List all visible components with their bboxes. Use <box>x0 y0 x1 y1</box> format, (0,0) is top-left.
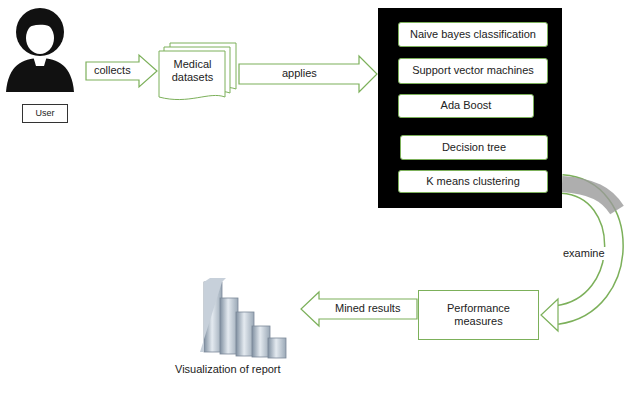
block-arrow <box>239 56 377 92</box>
process-box: Ada Boost <box>398 94 534 118</box>
process-box: Performance measures <box>418 290 539 340</box>
block-arrow <box>301 292 417 326</box>
edge-label: collects <box>94 64 131 77</box>
node-text: K means clustering <box>420 173 526 190</box>
process-box: Naive bayes classification <box>398 22 548 47</box>
node-text: Support vector machines <box>406 62 540 79</box>
algorithm-panel: Naive bayes classificationSupport vector… <box>378 8 562 208</box>
block-arrow <box>86 55 157 87</box>
node-text: Naive bayes classification <box>404 26 542 43</box>
process-box: Support vector machines <box>398 58 548 84</box>
process-box: Decision tree <box>400 135 548 160</box>
node-text: Decision tree <box>436 139 512 156</box>
actor-node: User <box>5 5 85 123</box>
actor-label: User <box>22 104 67 123</box>
dataset-documents: Medical datasets <box>158 42 238 104</box>
bar-chart-icon <box>200 278 286 358</box>
user-icon <box>6 8 74 92</box>
edge-label: Mined results <box>335 302 400 315</box>
edge-label: examine <box>561 247 607 260</box>
node-text: Medical datasets <box>161 58 224 84</box>
process-box: K means clustering <box>398 170 548 193</box>
caption-text: Visualization of report <box>165 363 281 376</box>
node-text: Ada Boost <box>435 97 498 114</box>
node-text: Performance measures <box>419 300 538 330</box>
edge-label: applies <box>282 67 317 80</box>
report-node: Visualization of report <box>165 280 300 376</box>
